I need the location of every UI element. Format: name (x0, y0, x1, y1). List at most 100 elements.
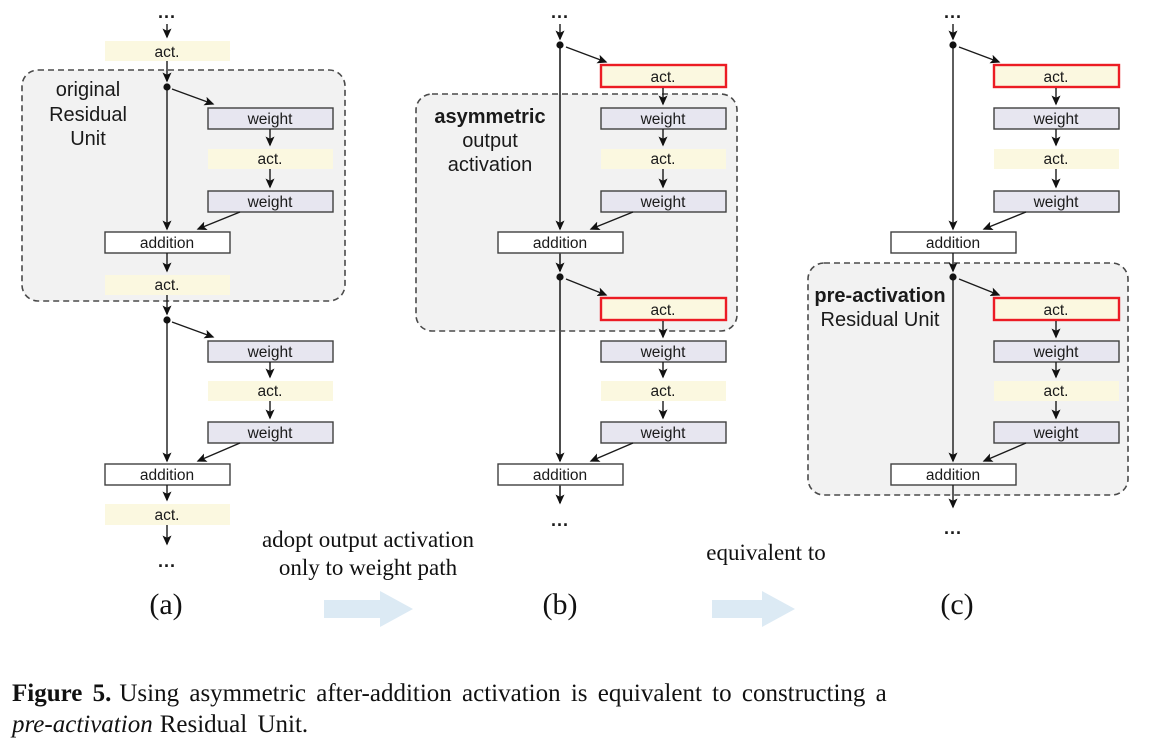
junction-dot (949, 273, 957, 281)
region-label: Residual (49, 104, 127, 126)
caption-text: Residual Unit. (159, 711, 309, 738)
weight-box (993, 421, 1120, 444)
act-box-red (992, 63, 1121, 89)
region-label: output (462, 130, 518, 152)
ellipsis-top: ... (158, 2, 176, 22)
panel-label-c: (c) (940, 588, 973, 621)
weight-box (207, 190, 334, 213)
act-box-red (599, 63, 728, 89)
weight-box (600, 421, 727, 444)
act-label: act. (258, 383, 283, 400)
act-box-red (992, 296, 1121, 322)
right-block-arrow-icon (712, 591, 795, 627)
branch-arrow (171, 321, 215, 339)
merge-arrow (982, 442, 1027, 462)
ellipsis-bottom: ... (944, 518, 962, 538)
region-label: activation (448, 154, 533, 176)
branch-arrow (958, 46, 1001, 64)
act-box (601, 149, 726, 169)
act-box (105, 41, 230, 61)
caption-figure-label: Figure 5. (12, 680, 112, 707)
ellipsis-bottom: ... (158, 551, 176, 571)
branch-arrow (565, 46, 608, 64)
weight-box (600, 190, 727, 213)
figure-caption: Figure 5. Using asymmetric after-addition… (12, 678, 1140, 740)
act-label: act. (1044, 151, 1069, 168)
panel-b: asymmetric output activation ... act. we… (415, 2, 738, 621)
ellipsis-top: ... (551, 2, 569, 22)
addition-label: addition (140, 467, 194, 484)
junction-dot (163, 316, 171, 324)
junction-dot (163, 83, 171, 91)
panel-a: original Residual Unit ... act. weight a… (21, 2, 346, 621)
act-label: act. (651, 69, 676, 86)
weight-label: weight (247, 111, 293, 128)
panel-c: pre-activation Residual Unit ... act. we… (807, 2, 1129, 621)
weight-label: weight (1033, 344, 1079, 361)
transition-text: adopt output activation (262, 527, 475, 552)
act-label: act. (651, 383, 676, 400)
act-box (208, 149, 333, 169)
transition-text: only to weight path (279, 555, 458, 580)
act-label: act. (155, 44, 180, 61)
act-box (105, 275, 230, 295)
act-label: act. (651, 302, 676, 319)
act-box (994, 381, 1119, 401)
ellipsis-bottom: ... (551, 510, 569, 530)
panel-label-b: (b) (543, 588, 578, 621)
act-label: act. (155, 277, 180, 294)
merge-arrow (589, 442, 634, 462)
merge-arrow (196, 211, 241, 230)
weight-label: weight (247, 425, 293, 442)
weight-label: weight (247, 194, 293, 211)
region-label: asymmetric (434, 106, 545, 128)
weight-label: weight (1033, 425, 1079, 442)
addition-label: addition (140, 235, 194, 252)
junction-dot (556, 41, 564, 49)
weight-label: weight (640, 344, 686, 361)
panel-label-a: (a) (149, 588, 182, 621)
act-box (994, 149, 1119, 169)
act-label: act. (1044, 69, 1069, 86)
transition-text: equivalent to (706, 540, 825, 565)
act-label: act. (155, 507, 180, 524)
transition-b-to-c: equivalent to (706, 540, 826, 627)
addition-label: addition (533, 235, 587, 252)
merge-arrow (589, 211, 634, 230)
addition-label: addition (533, 467, 587, 484)
junction-dot (949, 41, 957, 49)
act-label: act. (651, 151, 676, 168)
caption-text: Using asymmetric after-addition activati… (119, 680, 887, 707)
weight-box (993, 190, 1120, 213)
weight-label: weight (640, 194, 686, 211)
weight-label: weight (640, 425, 686, 442)
act-label: act. (1044, 302, 1069, 319)
weight-label: weight (1033, 111, 1079, 128)
act-label: act. (1044, 383, 1069, 400)
merge-arrow (982, 211, 1027, 230)
merge-arrow (196, 442, 241, 462)
branch-arrow (565, 278, 608, 297)
addition-label: addition (926, 235, 980, 252)
act-box (601, 381, 726, 401)
act-box (105, 504, 230, 525)
region-label: Residual Unit (821, 309, 940, 331)
addition-label: addition (926, 467, 980, 484)
branch-arrow (171, 88, 215, 106)
weight-label: weight (640, 111, 686, 128)
transition-a-to-b: adopt output activation only to weight p… (262, 527, 475, 627)
branch-arrow (958, 278, 1001, 297)
ellipsis-top: ... (944, 2, 962, 22)
region-label: original (56, 79, 120, 101)
junction-dot (556, 273, 564, 281)
right-block-arrow-icon (324, 591, 413, 627)
region-label: Unit (70, 128, 106, 150)
caption-italic-term: pre-activation (12, 711, 153, 738)
region-label: pre-activation (814, 285, 945, 307)
weight-label: weight (247, 344, 293, 361)
act-label: act. (258, 151, 283, 168)
caption-line-1: Figure 5. Using asymmetric after-addition… (12, 678, 1140, 709)
figure-diagram: original Residual Unit ... act. weight a… (21, 2, 1129, 627)
